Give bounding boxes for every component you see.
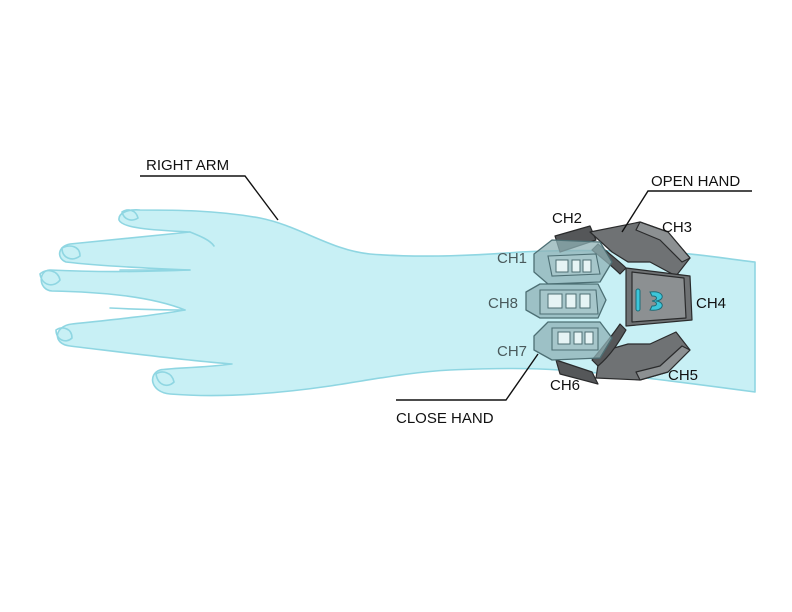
leader-close-hand: [396, 353, 539, 401]
pod-ch1-slot-a: [555, 259, 569, 273]
label-ch2: CH2: [552, 210, 582, 227]
labels: RIGHT ARM OPEN HAND CLOSE HAND CH1 CH2 C…: [146, 157, 740, 427]
leader-right-arm: [140, 175, 279, 221]
nail-middle: [61, 245, 81, 260]
leader-open-hand: [621, 190, 752, 233]
label-right-arm: RIGHT ARM: [146, 157, 229, 174]
translucent-pods: [525, 239, 613, 361]
pod-ch8-slot-b: [565, 293, 577, 309]
nail-thumb: [155, 371, 175, 387]
pod-ch8-slot-c: [579, 293, 591, 309]
label-ch5: CH5: [668, 367, 698, 384]
pod-ch8-slot-a: [547, 293, 563, 309]
knuckle-line: [189, 231, 215, 247]
pod-ch1-slot-c: [582, 259, 592, 273]
armband: [525, 221, 693, 385]
pod-ch7-slot-a: [557, 331, 571, 345]
nail-ring: [39, 269, 61, 286]
label-open-hand: OPEN HAND: [651, 173, 740, 190]
label-ch1: CH1: [497, 250, 527, 267]
pod-ch1-slot-b: [571, 259, 581, 273]
label-ch3: CH3: [662, 219, 692, 236]
label-ch8: CH8: [488, 295, 518, 312]
leader-lines: [140, 175, 752, 401]
pod-ch7-slot-c: [584, 331, 594, 345]
nail-index: [121, 209, 139, 221]
label-ch4: CH4: [696, 295, 726, 312]
pod-ch3-edge: [635, 221, 691, 263]
finger-gap-2: [109, 307, 186, 311]
label-close-hand: CLOSE HAND: [396, 410, 494, 427]
myo-armband-logo-icon: [635, 288, 663, 312]
pod-ch5-edge: [635, 345, 691, 381]
label-ch7: CH7: [497, 343, 527, 360]
pod-ch7-slot-b: [573, 331, 583, 345]
band-back-strap-bottom: [555, 359, 599, 385]
nail-pinky: [55, 327, 73, 342]
label-ch6: CH6: [550, 377, 580, 394]
